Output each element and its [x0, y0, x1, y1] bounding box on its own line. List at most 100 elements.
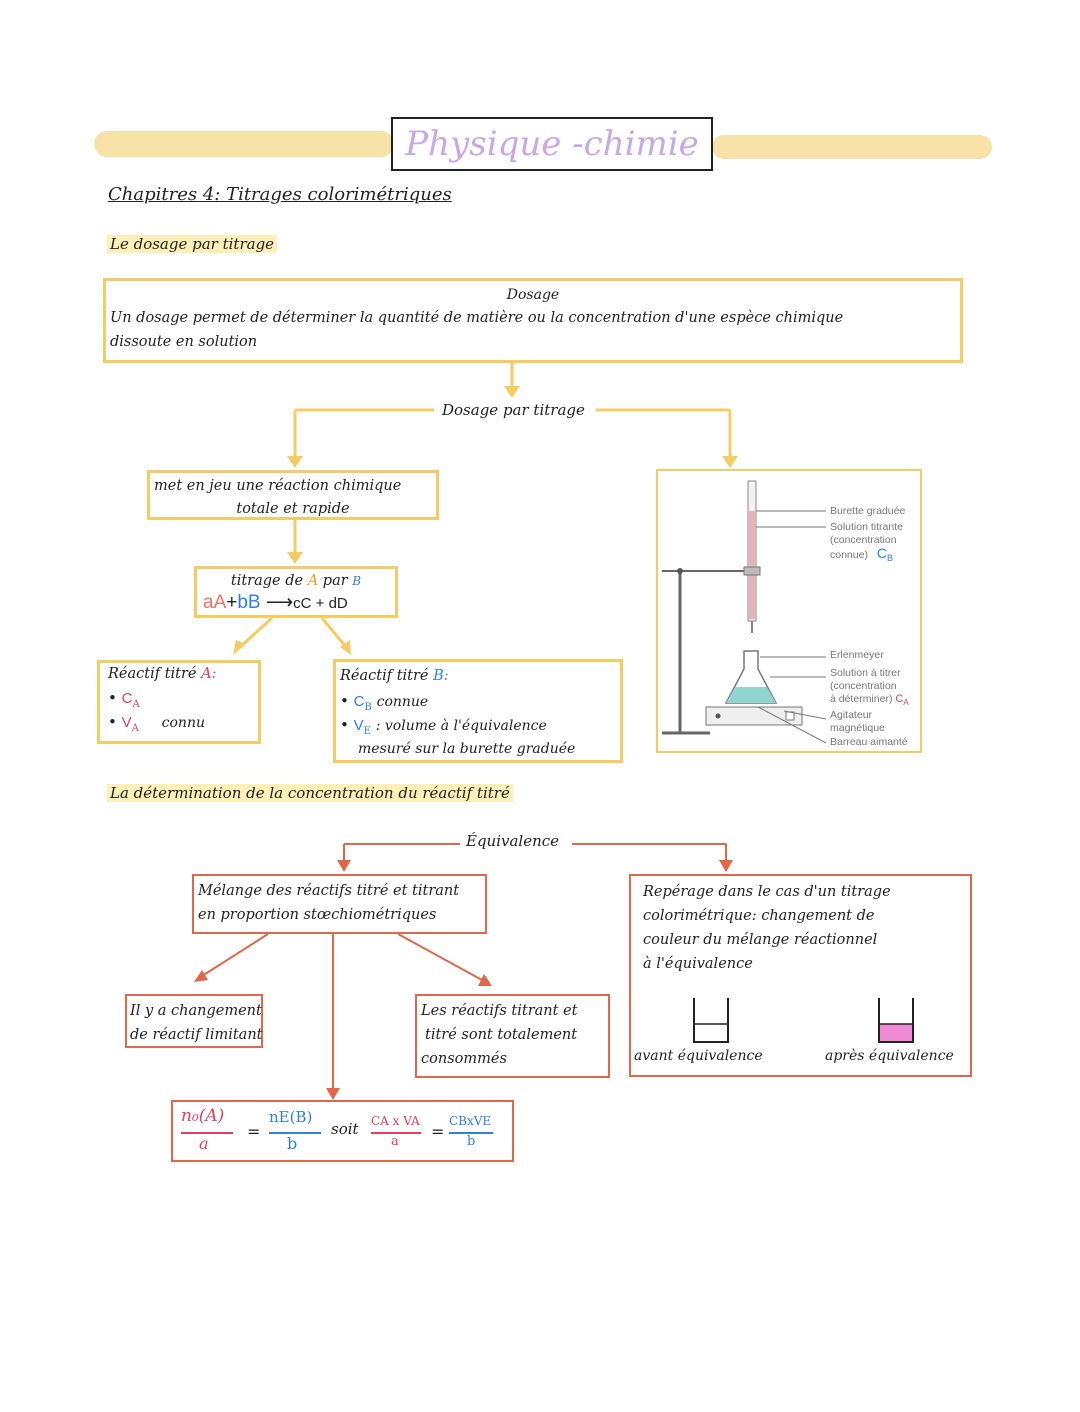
branch-label-titrage: Dosage par titrage — [440, 401, 587, 419]
label-titrer3: à déterminer) CA — [830, 693, 909, 709]
formula-b2: b — [467, 1134, 476, 1149]
branch-label-equivalence: Équivalence — [464, 832, 562, 850]
apparatus-box: Burette graduée Solution titrante (conce… — [656, 469, 922, 753]
consommes-line2: titré sont totalement — [425, 1027, 578, 1043]
label-titrer3-text: à déterminer) — [830, 693, 893, 705]
limitant-line1: Il y a changement — [130, 1003, 262, 1019]
va-symbol: V — [121, 714, 132, 731]
ve-symbol: V — [353, 717, 364, 734]
titrage-line1: titrage de A par B — [197, 570, 395, 592]
titrage-B: B — [352, 574, 362, 588]
melange-box: Mélange des réactifs titré et titrant en… — [192, 874, 487, 934]
melange-line2: en proportion stœchiométriques — [198, 907, 437, 923]
reactif-a-box: Réactif titré A: • CA • VA connu — [97, 660, 261, 744]
eq-bB: bB — [237, 592, 261, 613]
dosage-line2: dissoute en solution — [110, 334, 258, 350]
page-title: Physique -chimie — [391, 117, 713, 171]
reperage-box: Repérage dans le cas d'un titrage colori… — [629, 874, 972, 1077]
melange-line1: Mélange des réactifs titré et titrant — [198, 883, 460, 899]
dosage-box: Dosage Un dosage permet de déterminer la… — [103, 278, 963, 363]
dosage-title: Dosage — [506, 287, 560, 303]
label-titrant3: connue) CB — [830, 545, 894, 565]
section1-heading: Le dosage par titrage — [107, 235, 278, 253]
label-agit2: magnétique — [830, 722, 885, 734]
titrage-text: titrage de — [230, 573, 304, 589]
reactif-b-item1: • CB connue — [340, 692, 429, 713]
label-agit1: Agitateur — [830, 709, 873, 721]
chapter-title: Chapitres 4: Titrages colorimétriques — [108, 184, 452, 205]
va-sub: A — [131, 723, 139, 734]
label-avant: avant équivalence — [634, 1048, 763, 1064]
reperage-line4: à l'équivalence — [643, 956, 753, 972]
formula-eq2: = — [431, 1122, 445, 1141]
ve-note: : volume à l'équivalence — [375, 718, 547, 734]
reactif-a-item2: • VA connu — [108, 713, 205, 734]
formula-frac1-bar — [181, 1132, 233, 1134]
formula-a: a — [199, 1134, 209, 1153]
formula-frac3-bar — [371, 1132, 421, 1134]
label-burette: Burette graduée — [830, 505, 906, 517]
va-note: connu — [161, 715, 205, 731]
dosage-line1: Un dosage permet de déterminer la quanti… — [110, 310, 844, 326]
section2-heading: La détermination de la concentration du … — [107, 784, 513, 802]
header-band-left — [94, 131, 394, 157]
beaker-after-icon — [878, 998, 914, 1043]
label-titrer2: (concentration — [830, 680, 897, 692]
reactif-a-title-text: Réactif titré — [108, 666, 197, 682]
eq-arrow: ⟶ — [265, 592, 294, 613]
reactif-b-name: B: — [433, 668, 449, 684]
eq-plus: + — [226, 592, 238, 613]
titrage-equation: aA+bB ⟶cC + dD — [203, 591, 348, 616]
limitant-line2: de réactif limitant — [130, 1027, 263, 1043]
label-titrant3-text: connue) — [830, 549, 868, 561]
eq-rest: cC + dD — [293, 595, 348, 612]
formula-b: b — [287, 1134, 298, 1153]
formula-soit: soit — [331, 1120, 359, 1138]
ca-sub: A — [132, 699, 140, 710]
label-titrer1: Solution à titrer — [830, 667, 901, 679]
titration-apparatus-icon — [662, 480, 827, 744]
formula-n0: n₀(A) — [181, 1106, 225, 1126]
reactif-a-item1: • CA — [108, 689, 140, 710]
reaction-line2: totale et rapide — [236, 501, 350, 517]
formula-frac4-bar — [449, 1132, 493, 1134]
reperage-line3: couleur du mélange réactionnel — [643, 932, 878, 948]
reactif-b-box: Réactif titré B: • CB connue • VE : volu… — [333, 659, 623, 763]
consommes-box: Les réactifs titrant et titré sont total… — [415, 994, 610, 1078]
formula-frac2-bar — [269, 1132, 321, 1134]
label-barreau: Barreau aimanté — [830, 736, 908, 748]
consommes-line3: consommés — [421, 1051, 507, 1067]
label-apres: après équivalence — [825, 1048, 954, 1064]
formula-box: n₀(A) a = nE(B) b soit CA x VA a = CBxVE… — [171, 1100, 514, 1162]
cb-note: connue — [376, 694, 429, 710]
label-cb-symbol: C — [876, 545, 887, 561]
reactif-a-title: Réactif titré A: — [108, 666, 216, 682]
label-ca-symbol: C — [895, 693, 904, 705]
reactif-b-item2: • VE : volume à l'équivalence — [340, 716, 547, 737]
formula-eq1: = — [247, 1122, 261, 1141]
cb-sub: B — [364, 702, 372, 713]
formula-cb-vb: CBxVE — [449, 1114, 492, 1128]
label-cb-sub: B — [887, 553, 894, 564]
cb-symbol: C — [353, 693, 365, 710]
reactif-b-title: Réactif titré B: — [340, 668, 449, 684]
label-titrant2: (concentration — [830, 534, 897, 546]
titrage-A: A — [307, 573, 319, 589]
label-erlen: Erlenmeyer — [830, 649, 884, 661]
ca-symbol: C — [121, 690, 133, 707]
reactif-a-name: A: — [201, 666, 217, 682]
consommes-line1: Les réactifs titrant et — [421, 1003, 578, 1019]
label-ca-sub: A — [903, 698, 909, 708]
titrage-box: titrage de A par B aA+bB ⟶cC + dD — [194, 566, 398, 618]
reaction-box: met en jeu une réaction chimique totale … — [147, 470, 439, 520]
label-titrant1: Solution titrante — [830, 521, 903, 533]
reperage-line1: Repérage dans le cas d'un titrage — [643, 884, 891, 900]
titrage-par: par — [322, 573, 348, 589]
limitant-box: Il y a changement de réactif limitant — [125, 994, 263, 1048]
ve-sub: E — [363, 726, 371, 737]
formula-a2: a — [391, 1134, 399, 1149]
reaction-line1: met en jeu une réaction chimique — [154, 478, 402, 494]
eq-aA: aA — [203, 592, 227, 613]
